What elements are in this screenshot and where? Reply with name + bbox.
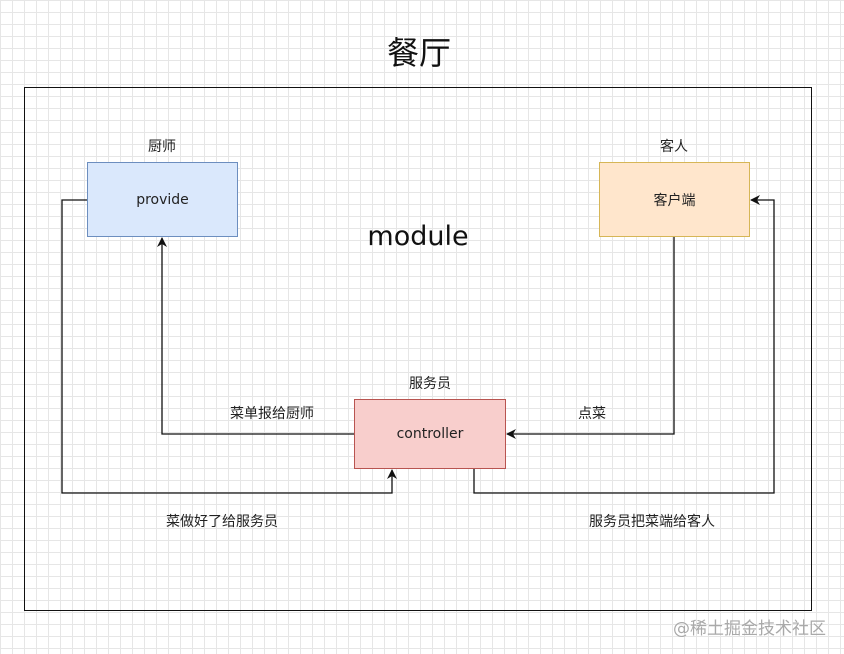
provide-node-label: provide — [136, 191, 189, 208]
module-label: module — [367, 221, 469, 252]
controller-node-label: controller — [396, 426, 464, 442]
edge-label-food-to-waiter: 菜做好了给服务员 — [166, 514, 278, 530]
edge-label-order: 点菜 — [578, 406, 606, 422]
chef-caption: 厨师 — [148, 139, 176, 155]
diagram-title: 餐厅 — [386, 34, 451, 72]
provide-node[interactable]: provide — [87, 162, 238, 237]
module-frame — [24, 87, 812, 611]
watermark: @稀土掘金技术社区 — [673, 619, 826, 639]
client-node[interactable]: 客户端 — [599, 162, 750, 237]
waiter-caption: 服务员 — [409, 376, 451, 392]
controller-node[interactable]: controller — [354, 399, 506, 469]
guest-caption: 客人 — [660, 139, 688, 155]
edge-label-report-to-chef: 菜单报给厨师 — [230, 406, 314, 422]
edge-label-waiter-to-guest: 服务员把菜端给客人 — [589, 514, 715, 530]
client-node-label: 客户端 — [653, 192, 696, 209]
